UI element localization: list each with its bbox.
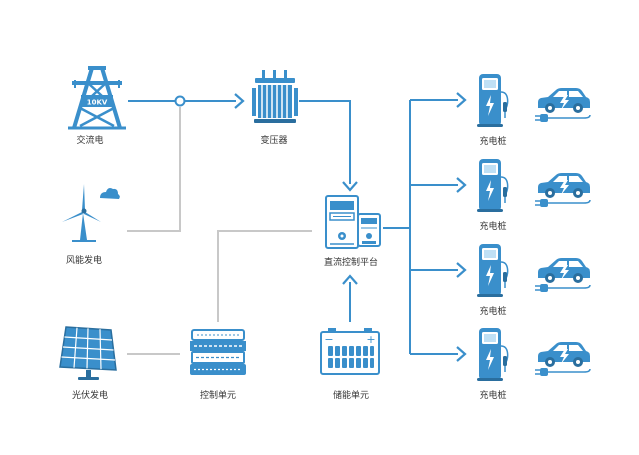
- electric-car-icon: [534, 87, 591, 123]
- solar-panel-icon: [59, 326, 117, 380]
- battery-icon: [320, 328, 380, 375]
- charging-pile-icon: [476, 327, 509, 382]
- electric-car-icon: [534, 341, 591, 377]
- control-unit-label: 控制单元: [199, 391, 237, 401]
- charger-label-3: 充电桩: [479, 307, 507, 317]
- wind-power-label: 风能发电: [65, 256, 103, 266]
- charger-row-4: [476, 327, 591, 382]
- transformer-label: 变压器: [260, 136, 288, 146]
- ac-power-label: 交流电: [76, 136, 104, 146]
- charger-row-3: [476, 243, 591, 298]
- solar-power-label: 光伏发电: [71, 391, 109, 401]
- arrow-to-transformer: [233, 92, 245, 110]
- transformer-icon: [252, 70, 298, 123]
- connectors: [127, 91, 467, 363]
- charger-row-2: [476, 158, 591, 213]
- cloud-icon: [100, 188, 120, 199]
- charger-row-1: [476, 73, 591, 128]
- junction-node: [174, 95, 186, 107]
- arrow-to-charger-2: [455, 176, 467, 194]
- storage-unit-label: 储能单元: [332, 391, 370, 401]
- arrow-to-charger-1: [455, 91, 467, 109]
- battery-plus-sign: +: [366, 333, 375, 346]
- battery-minus-sign: −: [324, 333, 333, 346]
- arrow-to-charger-3: [455, 261, 467, 279]
- electric-car-icon: [534, 172, 591, 208]
- charger-label-2: 充电桩: [479, 222, 507, 232]
- charger-label-4: 充电桩: [479, 391, 507, 401]
- charging-pile-icon: [476, 243, 509, 298]
- control-platform-icon: [325, 195, 381, 249]
- dc-platform-label: 直流控制平台: [323, 258, 379, 268]
- voltage-badge: 10KV: [87, 99, 108, 107]
- charging-pile-icon: [476, 158, 509, 213]
- charger-label-1: 充电桩: [479, 137, 507, 147]
- arrow-to-charger-4: [455, 345, 467, 363]
- electric-car-icon: [534, 257, 591, 293]
- charging-pile-icon: [476, 73, 509, 128]
- control-unit-icon: [190, 329, 246, 375]
- power-tower-icon: [68, 66, 126, 130]
- wind-turbine-icon: [62, 184, 120, 242]
